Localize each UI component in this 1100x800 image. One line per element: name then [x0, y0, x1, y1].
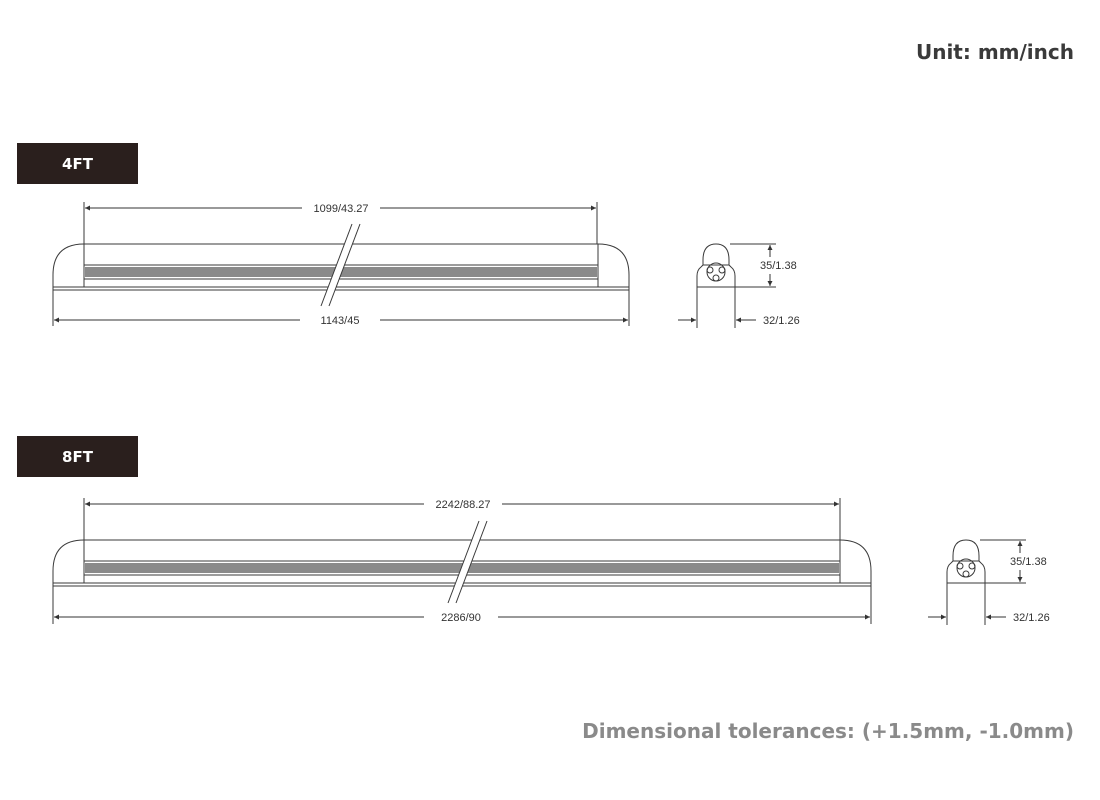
dimension-8ft-overall-length: 2286/90 [54, 612, 870, 624]
label-4ft-width: 32/1.26 [763, 315, 800, 327]
dimension-8ft-height: 35/1.38 [1010, 541, 1047, 582]
dimension-8ft-inner-length: 2242/88.27 [85, 499, 839, 511]
label-8ft-height: 35/1.38 [1010, 556, 1047, 568]
dimension-4ft-inner-length: 1099/43.27 [85, 203, 596, 215]
fixture-4ft-side-view [52, 202, 630, 326]
label-8ft-overall-length: 2286/90 [441, 612, 481, 624]
fixture-8ft-end-view [946, 539, 1026, 625]
dimension-4ft-height: 35/1.38 [760, 245, 797, 286]
label-4ft-height: 35/1.38 [760, 260, 797, 272]
label-4ft-overall-length: 1143/45 [321, 315, 360, 327]
fixture-4ft-end-view [696, 243, 776, 328]
dimension-4ft-overall-length: 1143/45 [54, 315, 628, 327]
tag-4ft: 4FT [17, 143, 138, 184]
tolerance-note: Dimensional tolerances: (+1.5mm, -1.0mm) [582, 719, 1074, 743]
tag-8ft: 8FT [17, 436, 138, 477]
label-4ft-inner-length: 1099/43.27 [313, 203, 368, 215]
label-8ft-inner-length: 2242/88.27 [435, 499, 490, 511]
fixture-8ft-side-view [52, 498, 872, 624]
label-8ft-width: 32/1.26 [1013, 612, 1050, 624]
unit-label: Unit: mm/inch [915, 40, 1074, 64]
dimension-4ft-width: 32/1.26 [678, 315, 800, 327]
dimension-8ft-width: 32/1.26 [928, 612, 1050, 624]
